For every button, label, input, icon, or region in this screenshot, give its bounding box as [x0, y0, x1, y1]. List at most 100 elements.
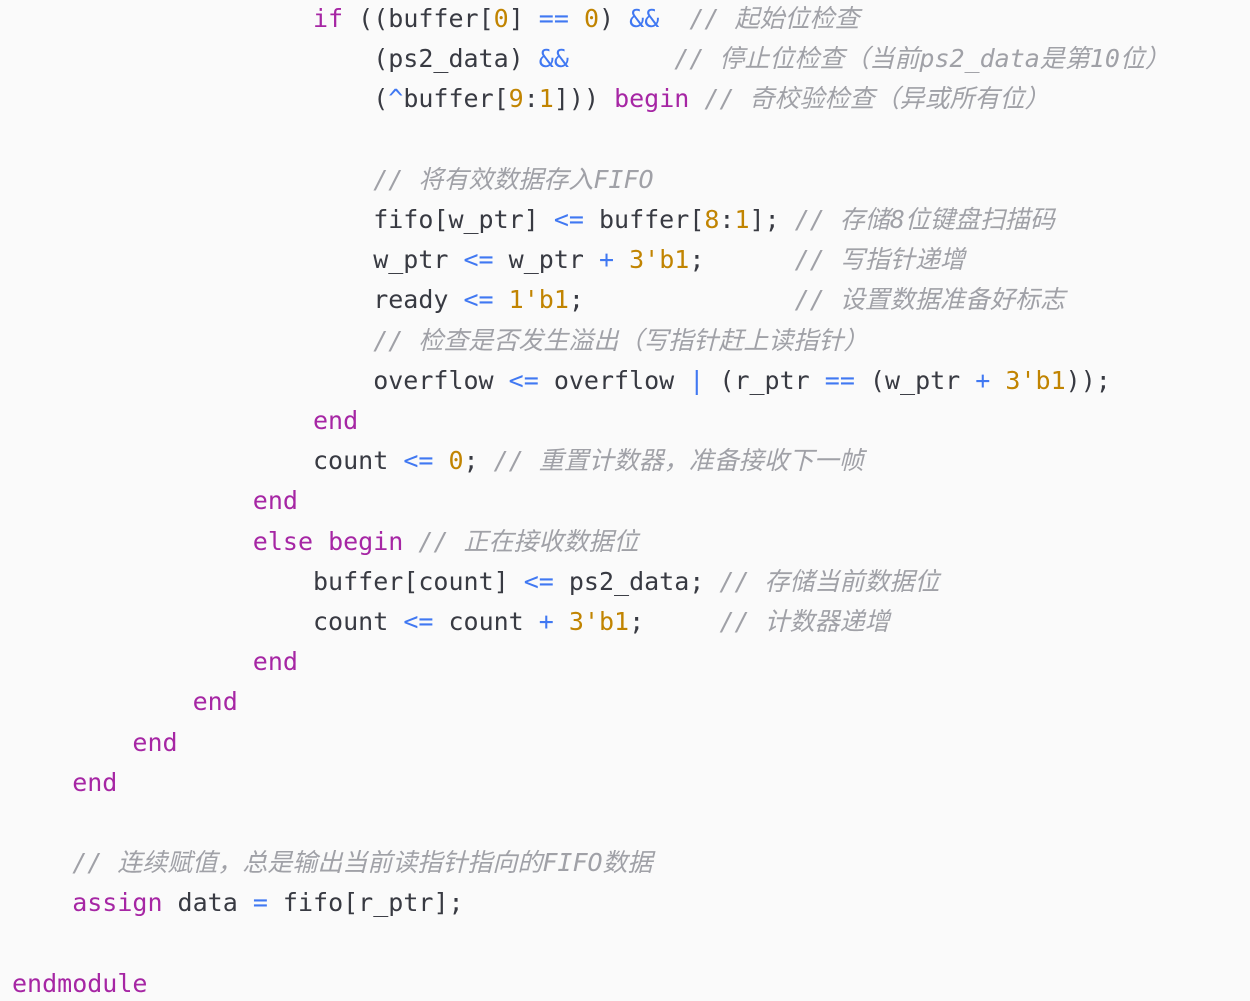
code-token-kw: if — [313, 4, 344, 33]
code-token-id: ; — [463, 446, 494, 476]
code-line: ready <= 1'b1; // 设置数据准备好标志 — [373, 284, 1065, 316]
code-token-op: <= — [403, 446, 434, 476]
code-token-cm: // 检查是否发生溢出（写指针赶上读指针） — [373, 325, 869, 355]
code-token-id: ) — [599, 4, 630, 33]
code-line: buffer[count] <= ps2_data; // 存储当前数据位 — [313, 566, 940, 598]
code-token-op: + — [598, 245, 615, 275]
code-token-id — [569, 4, 584, 33]
code-token-cm: // 连续赋值，总是输出当前读指针指向的FIFO数据 — [72, 848, 653, 878]
code-token-id: ( — [373, 84, 389, 114]
code-token-id: count — [433, 607, 539, 636]
code-token-op: | — [689, 365, 705, 395]
code-line: end — [313, 405, 358, 437]
code-token-cm: // 计数器递增 — [719, 607, 890, 636]
code-token-cm: // 正在接收数据位 — [418, 526, 639, 556]
code-token-op: + — [975, 365, 991, 395]
code-token-cm: // 设置数据准备好标志 — [794, 285, 1065, 315]
code-line: count <= count + 3'b1; // 计数器递增 — [313, 606, 890, 638]
code-line: if ((buffer[0] == 0) && // 起始位检查 — [313, 3, 860, 35]
code-line: end — [193, 686, 238, 718]
code-token-op: && — [538, 44, 569, 74]
code-token-id — [990, 366, 1005, 395]
code-line: end — [132, 727, 177, 759]
code-line: (ps2_data) && // 停止位检查（当前ps2_data是第10位） — [373, 43, 1170, 75]
code-line: else begin // 正在接收数据位 — [253, 526, 639, 558]
code-token-op: && — [629, 4, 660, 33]
code-token-cm: // 重置计数器，准备接收下一帧 — [493, 446, 864, 476]
code-token-op: == — [538, 4, 569, 33]
code-token-num: 0 — [493, 4, 509, 33]
code-line: endmodule — [12, 968, 147, 1000]
code-line: count <= 0; // 重置计数器，准备接收下一帧 — [313, 445, 864, 477]
code-token-kw: begin — [614, 84, 690, 114]
code-token-id: )); — [1065, 365, 1111, 395]
code-line: (^buffer[9:1])) begin // 奇校验检查（异或所有位） — [373, 83, 1049, 115]
code-line: end — [72, 767, 117, 799]
code-token-id: fifo[w_ptr] — [373, 205, 554, 234]
code-token-id: ; — [568, 285, 795, 315]
code-token-cm: // 起始位检查 — [689, 4, 860, 33]
code-token-cm: // 将有效数据存入FIFO — [373, 164, 654, 194]
code-line: // 将有效数据存入FIFO — [373, 164, 653, 196]
code-token-num: 0 — [448, 446, 464, 476]
code-line: end — [253, 646, 298, 678]
code-token-id — [554, 607, 569, 636]
code-token-id — [569, 44, 674, 73]
code-token-kw: end — [252, 647, 298, 677]
code-token-kw: end — [72, 767, 118, 797]
code-token-op: <= — [463, 245, 494, 275]
code-token-id: ] — [508, 4, 539, 33]
code-token-op: == — [824, 365, 855, 395]
code-token-id: ps2_data; — [553, 566, 720, 596]
code-token-id: count — [313, 607, 404, 636]
code-token-num: 9 — [508, 84, 524, 114]
code-token-num: 1 — [538, 84, 554, 114]
code-line: // 检查是否发生溢出（写指针赶上读指针） — [373, 325, 868, 357]
code-token-op: <= — [523, 566, 554, 596]
code-token-num: 1 — [734, 205, 750, 234]
code-line: w_ptr <= w_ptr + 3'b1; // 写指针递增 — [373, 244, 965, 276]
code-token-id: : — [523, 84, 539, 114]
code-token-id: (r_ptr — [704, 365, 825, 395]
code-token-op: = — [252, 888, 268, 918]
code-token-id: buffer[count] — [313, 566, 524, 596]
code-token-kw: endmodule — [12, 968, 148, 998]
code-token-id: buffer[ — [403, 84, 509, 114]
code-token-id: (w_ptr — [854, 365, 976, 395]
code-token-id: ready — [373, 285, 464, 315]
code-token-id: ; — [689, 245, 795, 275]
code-token-id: ; — [629, 607, 720, 636]
code-line: end — [253, 485, 298, 517]
code-token-id — [689, 84, 704, 113]
code-token-id: count — [313, 446, 404, 476]
code-token-num: 3'b1 — [1005, 365, 1066, 395]
code-token-id: data — [162, 888, 253, 918]
code-token-kw: assign — [72, 888, 163, 918]
code-token-kw: end — [192, 687, 238, 717]
code-token-id: w_ptr — [373, 245, 464, 275]
code-token-num: 1'b1 — [508, 285, 569, 315]
code-token-id: : — [719, 205, 735, 234]
code-token-id — [313, 527, 328, 556]
code-token-cm: // 写指针递增 — [794, 245, 965, 275]
code-token-cm: // 存储8位键盘扫描码 — [794, 205, 1055, 234]
code-token-id: ((buffer[ — [343, 4, 494, 33]
code-token-kw: else — [252, 526, 314, 556]
code-token-id: overflow — [373, 365, 509, 395]
code-token-id: ]; — [749, 205, 795, 234]
code-token-cm: // 存储当前数据位 — [719, 566, 940, 596]
code-token-kw: begin — [328, 526, 404, 556]
code-token-kw: end — [252, 486, 298, 516]
code-line: assign data = fifo[r_ptr]; — [72, 887, 463, 919]
code-line: fifo[w_ptr] <= buffer[8:1]; // 存储8位键盘扫描码 — [373, 204, 1055, 236]
code-token-op: ^ — [388, 84, 404, 114]
code-token-id: (ps2_data) — [373, 44, 539, 74]
code-token-id — [659, 4, 689, 33]
code-token-kw: end — [132, 727, 178, 757]
code-token-cm: // 停止位检查（当前ps2_data是第10位） — [674, 44, 1170, 74]
code-token-op: <= — [508, 365, 539, 395]
code-token-num: 3'b1 — [629, 245, 690, 275]
code-token-op: <= — [403, 607, 434, 636]
code-token-op: <= — [463, 285, 494, 315]
code-token-id — [494, 285, 509, 314]
